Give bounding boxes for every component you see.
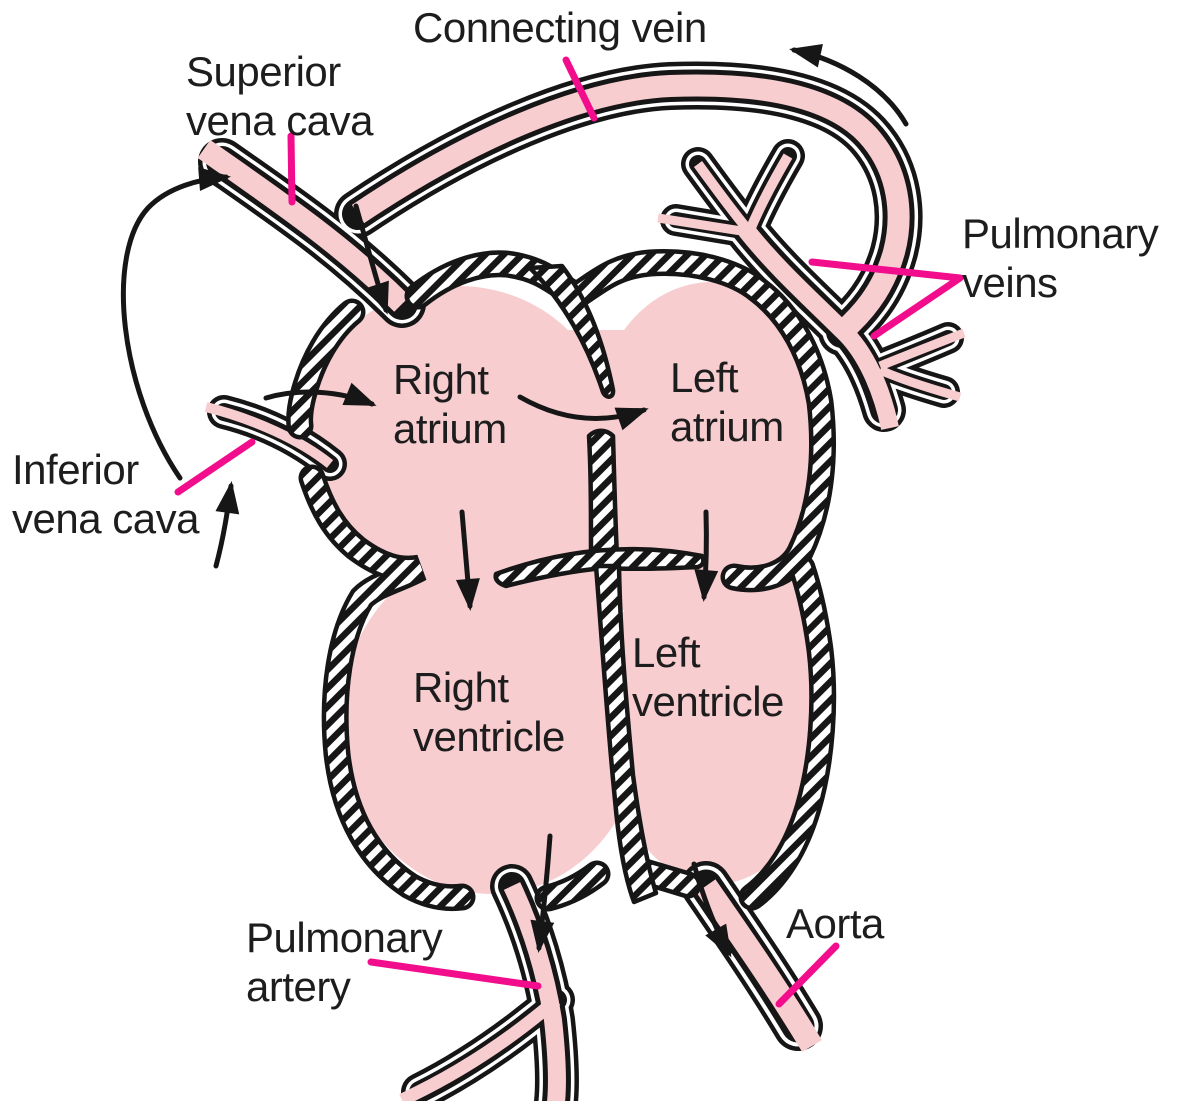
septum-and-valves (493, 263, 706, 905)
connecting-vein-flow-arrow (789, 44, 909, 127)
septum-upper-bar (586, 428, 620, 561)
body-to-svc-arrow (120, 167, 231, 481)
pulmonary-artery-leader (367, 958, 542, 990)
superior-vena-cava-leader (287, 132, 296, 206)
right-atrium-label: Right atrium (393, 356, 507, 452)
inferior-vena-cava-leader (174, 438, 256, 496)
left-ventricle-to-aorta-arrow (691, 861, 732, 958)
label-leader-lines (174, 56, 964, 1008)
left-ventricle-label: Left ventricle (632, 629, 784, 725)
pulmonary-veins-leader (808, 258, 964, 340)
svc-to-right-atrium-arrow (353, 203, 389, 315)
right-atrium-to-right-ventricle-arrow (455, 509, 480, 611)
interventricular-septum (593, 563, 659, 905)
pulmonary-veins-label: Pulmonary veins (962, 210, 1159, 306)
interatrial-septum (527, 263, 616, 399)
aorta-leader (775, 942, 840, 1008)
right-atrium-to-left-atrium-arrow (517, 394, 649, 431)
connecting-vein-leader (562, 56, 598, 122)
superior-vena-cava-label: Superior vena cava (186, 48, 373, 144)
blood-flow-arrows (120, 44, 909, 958)
pulmonary-artery-label: Pulmonary artery (246, 914, 443, 1010)
inferior-vena-cava-label: Inferior vena cava (12, 446, 199, 542)
right-ventricle-to-pulmonary-artery-arrow (530, 833, 555, 953)
left-atrium-label: Left atrium (670, 354, 784, 450)
connecting-vein-label: Connecting vein (413, 4, 707, 51)
ivc-to-right-atrium-arrow (263, 382, 377, 407)
left-atrium-to-left-ventricle-arrow (694, 509, 719, 602)
aorta-label: Aorta (786, 900, 884, 947)
right-ventricle-label: Right ventricle (413, 664, 565, 760)
body-to-ivc-arrow (213, 481, 240, 569)
